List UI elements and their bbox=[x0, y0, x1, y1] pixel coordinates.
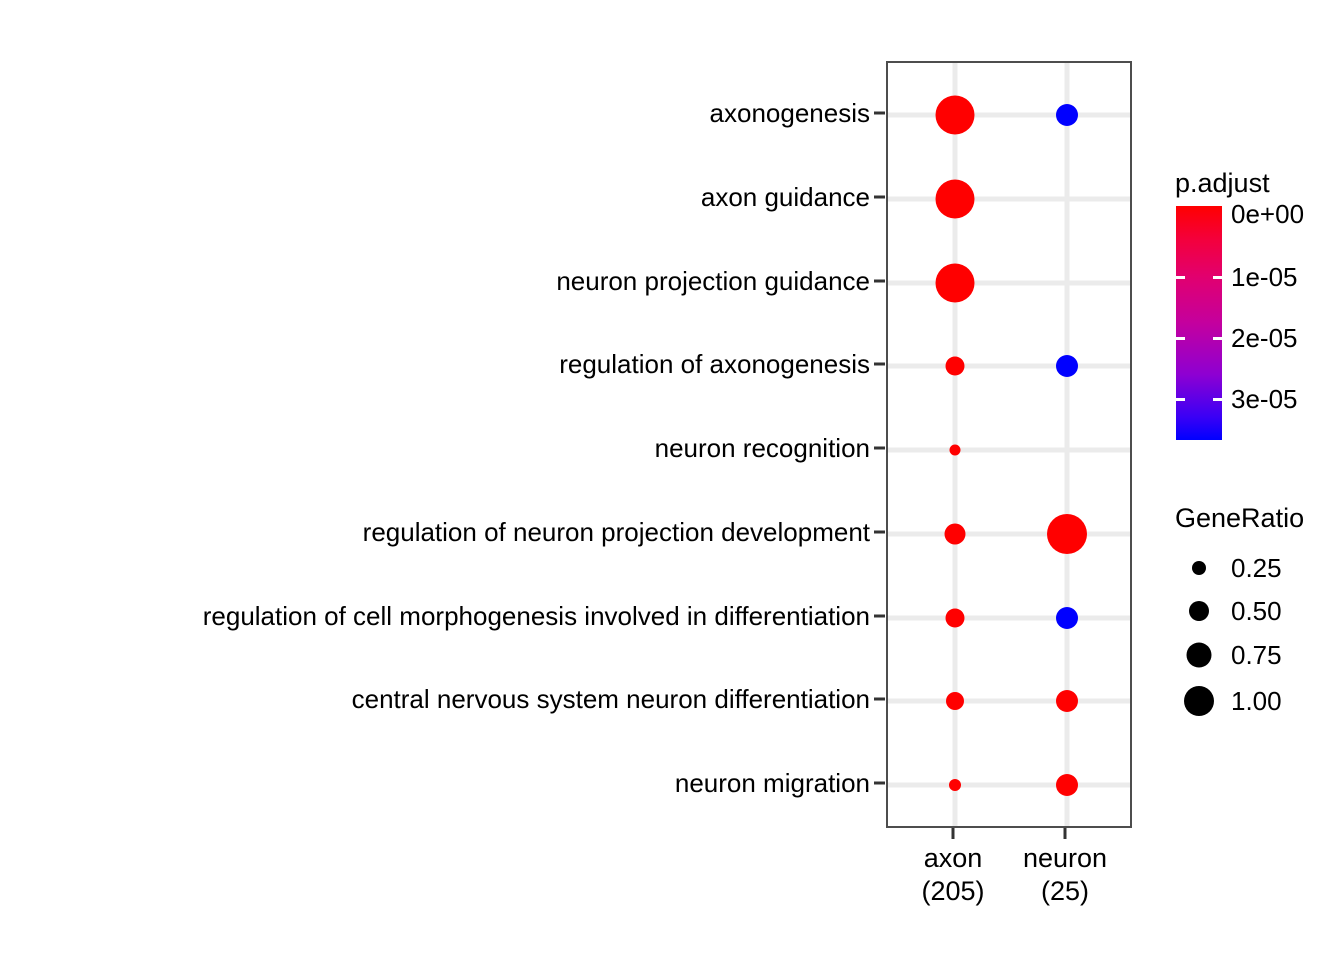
data-point[interactable] bbox=[1056, 355, 1078, 377]
x-axis-label-neuron-count: (25) bbox=[1040, 876, 1090, 906]
y-axis-tick bbox=[874, 195, 885, 199]
x-axis-label-neuron: neuron (25) bbox=[1023, 842, 1107, 908]
x-axis-tick bbox=[1063, 828, 1067, 839]
generatio-key-label: 0.75 bbox=[1231, 640, 1282, 670]
gridline-horizontal bbox=[888, 531, 1130, 537]
data-point[interactable] bbox=[1047, 514, 1087, 554]
generatio-key-label: 0.25 bbox=[1231, 553, 1282, 583]
gridline-horizontal bbox=[888, 280, 1130, 286]
data-point[interactable] bbox=[1056, 774, 1078, 796]
colorbar-tick-label: 3e-05 bbox=[1231, 384, 1298, 414]
gridline-horizontal bbox=[888, 698, 1130, 704]
gridline-horizontal bbox=[888, 196, 1130, 202]
data-point[interactable] bbox=[945, 356, 965, 376]
plot-panel bbox=[886, 61, 1132, 828]
y-axis-tick bbox=[874, 111, 885, 115]
gridline-vertical bbox=[1064, 63, 1070, 826]
colorbar-tick bbox=[1176, 276, 1185, 279]
padjust-colorbar bbox=[1176, 206, 1222, 440]
x-axis-label-neuron-name: neuron bbox=[1022, 843, 1108, 873]
generatio-key-dot bbox=[1186, 642, 1212, 668]
data-point[interactable] bbox=[949, 444, 961, 456]
data-point[interactable] bbox=[935, 179, 975, 219]
colorbar-tick bbox=[1176, 337, 1185, 340]
y-axis-label: neuron projection guidance bbox=[556, 266, 870, 296]
generatio-legend-title: GeneRatio bbox=[1175, 503, 1305, 533]
data-point[interactable] bbox=[946, 692, 964, 710]
data-point[interactable] bbox=[1056, 607, 1078, 629]
data-point[interactable] bbox=[944, 523, 966, 545]
x-axis-label-axon-count: (205) bbox=[921, 876, 985, 906]
colorbar-tick-label: 0e+00 bbox=[1231, 199, 1305, 229]
x-axis-label-axon-name: axon bbox=[923, 843, 983, 873]
x-axis-tick bbox=[951, 828, 955, 839]
gridline-horizontal bbox=[888, 363, 1130, 369]
y-axis-label: axon guidance bbox=[700, 182, 870, 212]
generatio-key-dot bbox=[1189, 601, 1209, 621]
y-axis-label: neuron recognition bbox=[654, 433, 870, 463]
data-point[interactable] bbox=[1056, 104, 1078, 126]
y-axis-label: regulation of cell morphogenesis involve… bbox=[202, 601, 870, 631]
y-axis-tick bbox=[874, 362, 885, 366]
y-axis-tick bbox=[874, 446, 885, 450]
colorbar-tick-label: 1e-05 bbox=[1231, 262, 1298, 292]
y-axis-label: regulation of axonogenesis bbox=[559, 349, 870, 379]
generatio-key-label: 0.50 bbox=[1231, 596, 1282, 626]
colorbar-tick bbox=[1176, 398, 1185, 401]
gridline-horizontal bbox=[888, 112, 1130, 118]
data-point[interactable] bbox=[935, 263, 975, 303]
y-axis-tick bbox=[874, 530, 885, 534]
y-axis-label: central nervous system neuron differenti… bbox=[351, 684, 870, 714]
gridline-horizontal bbox=[888, 782, 1130, 788]
padjust-legend-title: p.adjust bbox=[1175, 168, 1270, 198]
gridline-horizontal bbox=[888, 615, 1130, 621]
gridline-horizontal bbox=[888, 447, 1130, 453]
y-axis-tick bbox=[874, 279, 885, 283]
data-point[interactable] bbox=[949, 779, 961, 791]
colorbar-tick bbox=[1213, 398, 1222, 401]
generatio-key-dot bbox=[1184, 686, 1214, 716]
y-axis-label: neuron migration bbox=[674, 768, 870, 798]
x-axis-label-axon: axon (205) bbox=[921, 842, 984, 908]
colorbar-tick-label: 2e-05 bbox=[1231, 323, 1298, 353]
y-axis-tick bbox=[874, 697, 885, 701]
colorbar-tick bbox=[1213, 276, 1222, 279]
generatio-key-label: 1.00 bbox=[1231, 686, 1282, 716]
data-point[interactable] bbox=[935, 95, 975, 135]
generatio-key-dot bbox=[1192, 561, 1206, 575]
y-axis-tick bbox=[874, 614, 885, 618]
data-point[interactable] bbox=[1056, 690, 1078, 712]
data-point[interactable] bbox=[945, 608, 965, 628]
y-axis-tick bbox=[874, 781, 885, 785]
y-axis-label: regulation of neuron projection developm… bbox=[362, 517, 870, 547]
y-axis-label: axonogenesis bbox=[709, 98, 870, 128]
colorbar-tick bbox=[1213, 337, 1222, 340]
